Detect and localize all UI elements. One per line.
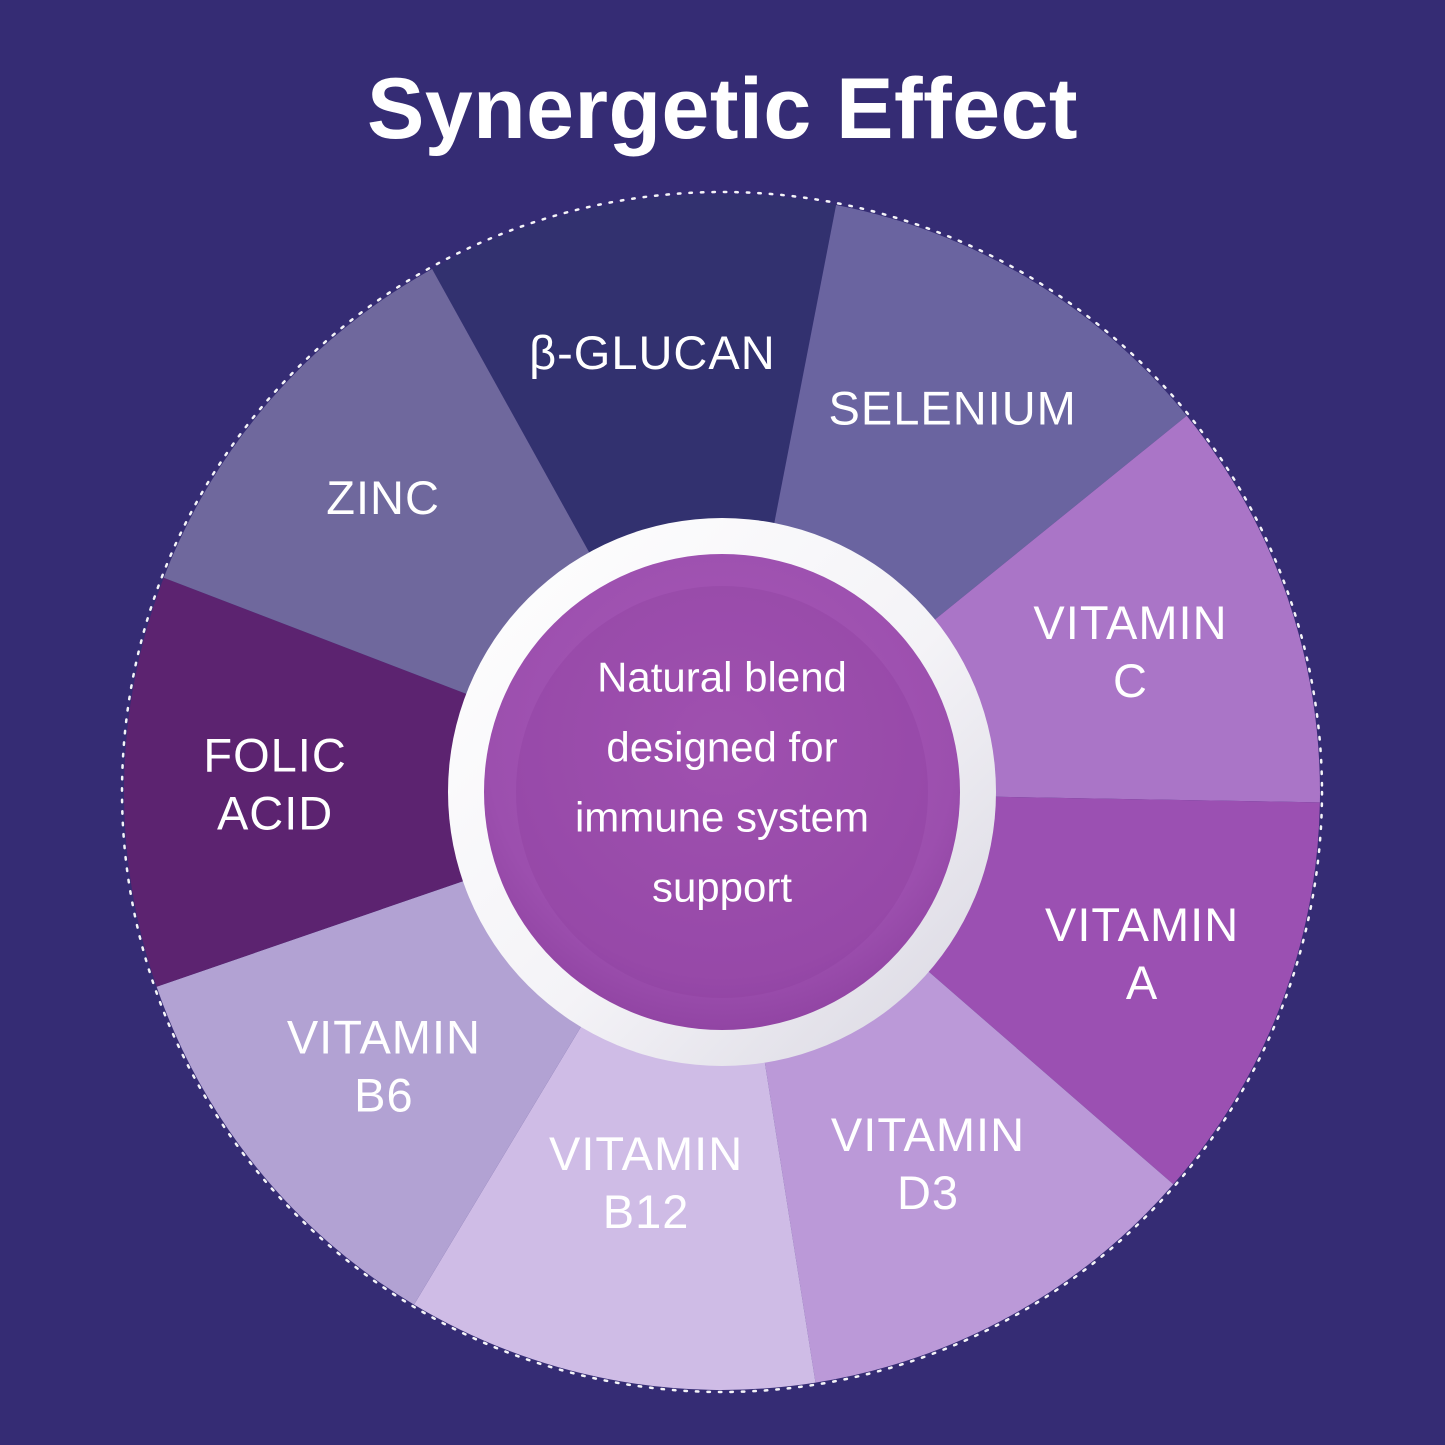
segment-label-selenium: SELENIUM (829, 382, 1077, 435)
center-circle (484, 554, 960, 1030)
segment-label-beta-glucan: β-GLUCAN (529, 326, 776, 379)
segment-label-zinc: ZINC (326, 471, 440, 524)
center-circle-inner-shade (516, 586, 928, 998)
wheel-dotted-outline (120, 190, 1324, 1394)
page-title: Synergetic Effect (366, 61, 1079, 157)
segment-folic-acid (124, 577, 723, 987)
